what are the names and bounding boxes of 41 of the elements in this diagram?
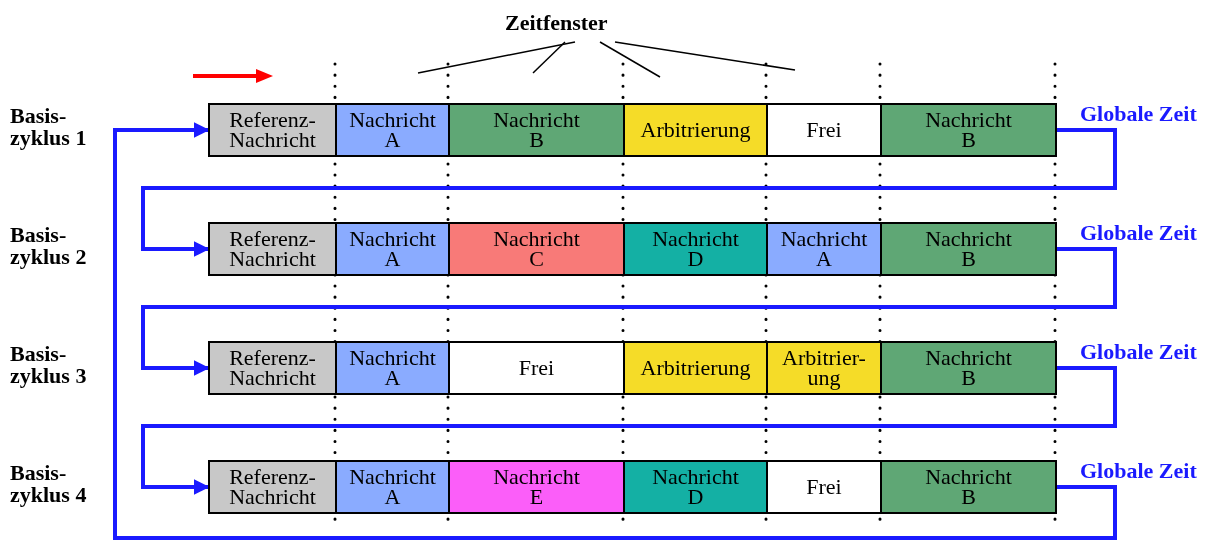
time-slot: Arbitrierung [623,103,768,157]
time-slot: Referenz- Nachricht [208,222,337,276]
arrow [141,366,1117,495]
time-slot: Nachricht D [623,460,768,514]
time-label: Globale Zeit [1080,103,1198,125]
time-slot: Nachricht B [880,460,1057,514]
row-label: Basis- zyklus 1 [10,105,88,149]
time-slot: Nachricht B [448,103,625,157]
time-slot: Frei [766,460,882,514]
time-slot: Referenz- Nachricht [208,460,337,514]
row-label: Basis- zyklus 2 [10,224,88,268]
heading-text: Zeitfenster [505,12,608,34]
arrow [141,128,1117,257]
time-slot: Nachricht A [335,460,450,514]
time-slot: Frei [448,341,625,395]
time-slot: Nachricht A [335,341,450,395]
time-slot: Arbitrier- ung [766,341,882,395]
row-label: Basis- zyklus 3 [10,343,88,387]
time-slot: Nachricht B [880,341,1057,395]
time-slot: Nachricht C [448,222,625,276]
time-label: Globale Zeit [1080,222,1198,244]
time-slot: Nachricht D [623,222,768,276]
time-slot: Frei [766,103,882,157]
time-slot: Nachricht A [335,103,450,157]
time-slot: Arbitrierung [623,341,768,395]
leader-line [614,41,796,71]
arrow [141,247,1117,376]
arrow [113,122,1117,540]
time-slot: Nachricht E [448,460,625,514]
time-slot: Referenz- Nachricht [208,103,337,157]
time-label: Globale Zeit [1080,460,1198,482]
leader-line [417,41,576,74]
leader-line [599,41,661,78]
time-slot: Nachricht A [335,222,450,276]
time-slot: Referenz- Nachricht [208,341,337,395]
row-label: Basis- zyklus 4 [10,462,88,506]
leader-line [532,41,566,74]
time-slot: Nachricht A [766,222,882,276]
time-label: Globale Zeit [1080,341,1198,363]
time-slot: Nachricht B [880,103,1057,157]
time-slot: Nachricht B [880,222,1057,276]
